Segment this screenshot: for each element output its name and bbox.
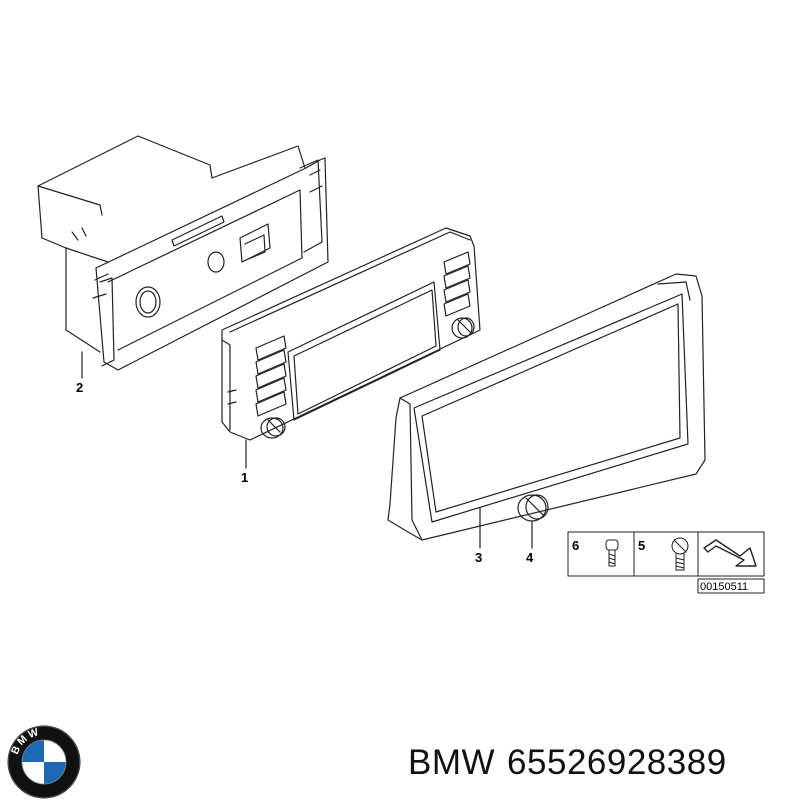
callout-4: 4 bbox=[526, 550, 534, 565]
part-1-knob-right bbox=[451, 317, 475, 339]
screw-5-icon bbox=[671, 537, 689, 571]
callout-2: 2 bbox=[76, 380, 83, 395]
part-1-knob-left bbox=[260, 417, 286, 439]
part-2-housing bbox=[37, 135, 329, 371]
footer-brand-line: BMW 65526928389 bbox=[408, 738, 739, 788]
brand-name: BMW bbox=[408, 743, 496, 782]
part-3-trim-frame bbox=[387, 273, 706, 541]
legend-table bbox=[567, 531, 765, 594]
callout-3: 3 bbox=[475, 550, 482, 565]
bmw-logo: BMW bbox=[7, 725, 81, 799]
direction-arrow-icon bbox=[703, 539, 757, 567]
part-1-control-panel bbox=[221, 227, 481, 441]
reference-code: 00150511 bbox=[700, 581, 748, 593]
part-number: 65526928389 bbox=[507, 743, 727, 782]
part-4-knob bbox=[517, 494, 549, 522]
callout-1: 1 bbox=[241, 470, 248, 485]
legend-number-5: 5 bbox=[638, 538, 645, 553]
legend-number-6: 6 bbox=[572, 538, 579, 553]
screw-6-icon bbox=[605, 539, 619, 567]
part-1-left-grille bbox=[255, 335, 287, 417]
part-1-right-grille bbox=[443, 251, 471, 317]
